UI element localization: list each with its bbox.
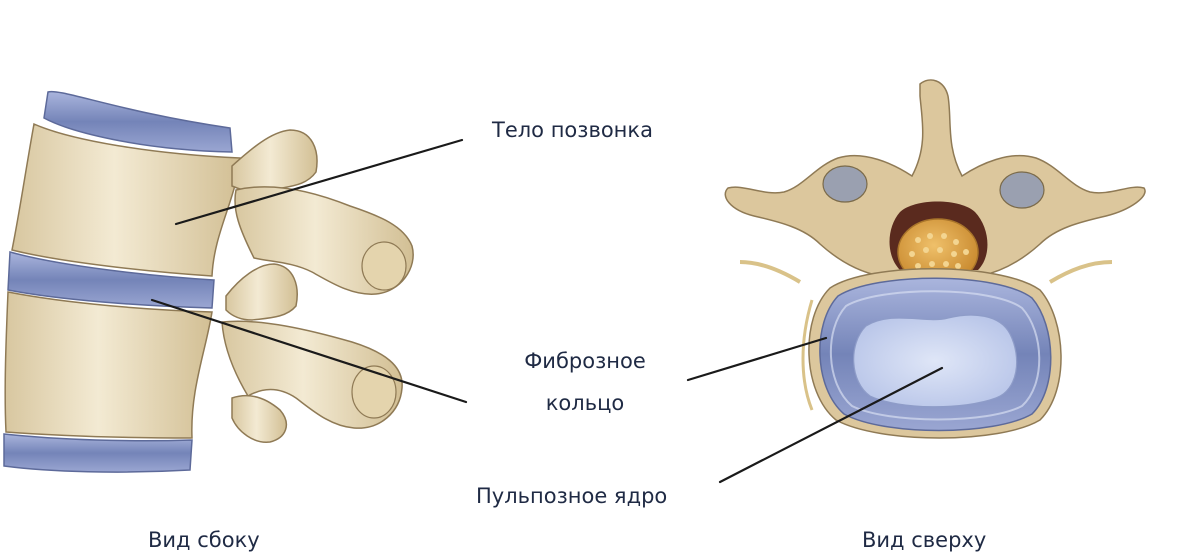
nerve-left [739, 260, 802, 284]
label-vertebral-body: Тело позвонка [492, 118, 653, 142]
nucleus-pulposus [853, 314, 1018, 408]
top-view-illustration [724, 79, 1146, 439]
label-nucleus-pulposus: Пульпозное ядро [476, 484, 668, 508]
lower-articular-process [225, 263, 298, 321]
upper-disc [43, 90, 233, 153]
leader-lines [150, 138, 944, 484]
nerve-left-down [801, 299, 814, 411]
middle-disc [7, 251, 215, 309]
leader-line-nucleus [718, 366, 944, 484]
leader-line-vertebral-body [174, 138, 464, 226]
leader-line-annulus-top [686, 336, 828, 382]
label-annulus-line2: кольцо [545, 391, 625, 415]
upper-vertebral-body [11, 122, 241, 277]
leader-line-annulus-side [150, 298, 468, 404]
lower-inferior-process [231, 394, 288, 443]
vertebral-arch [724, 79, 1146, 277]
upper-articular-process [231, 129, 318, 193]
label-annulus-line1: Фиброзное [524, 349, 646, 373]
spinal-cord-texture [909, 233, 969, 269]
nerve-right [1048, 260, 1113, 284]
side-view-illustration [3, 90, 414, 473]
caption-top-view: Вид сверху [862, 528, 987, 552]
lower-vertebral-body [4, 291, 213, 439]
caption-side-view: Вид сбоку [148, 528, 260, 552]
lower-disc [3, 433, 193, 473]
